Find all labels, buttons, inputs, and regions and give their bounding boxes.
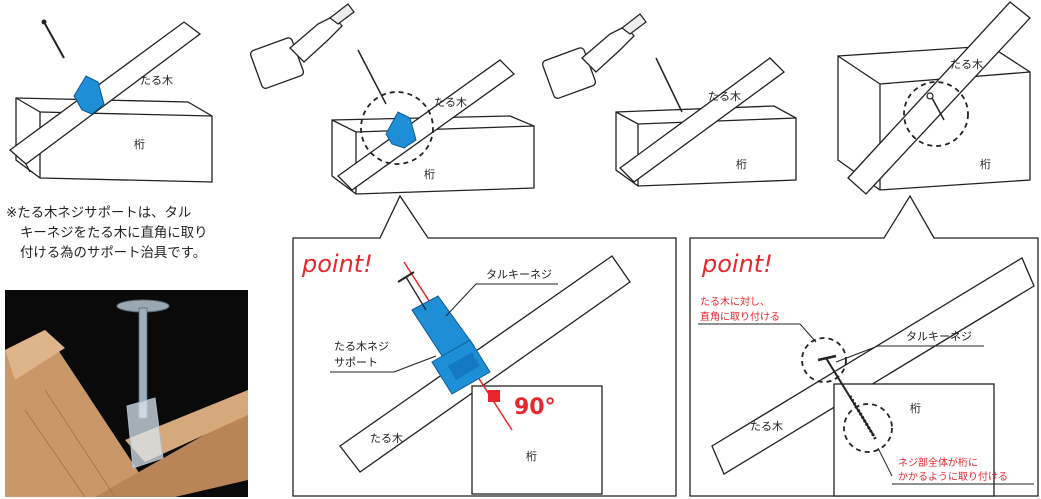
step2-keta-label: 桁 xyxy=(424,167,435,181)
step2-drill-icon xyxy=(248,3,355,91)
caption-line-1: ※たる木ネジサポートは、タル xyxy=(6,206,192,221)
step3-keta-label: 桁 xyxy=(736,157,747,171)
product-photo-image xyxy=(5,290,248,497)
detail-right-taruki-label: たる木 xyxy=(750,420,783,433)
step1-rafter xyxy=(8,21,202,165)
detail-right-note-top-2: 直角に取り付ける xyxy=(700,310,780,323)
step4-illustration: たる木 桁 xyxy=(837,1,1031,195)
detail-left-point-label: point! xyxy=(301,250,373,278)
step4-keta-label: 桁 xyxy=(980,157,991,171)
step1-support-icon xyxy=(73,75,105,115)
detail-right-note-bottom-1: ネジ部全体が桁に xyxy=(898,456,978,469)
step4-taruki-label: たる木 xyxy=(950,58,983,71)
step3-illustration: たる木 桁 xyxy=(540,13,797,187)
detail-left-taruki-label: たる木 xyxy=(370,432,403,445)
detail-left-keta-label: 桁 xyxy=(526,449,537,463)
detail-left-screw-label: タルキーネジ xyxy=(486,268,552,281)
detail-panel-right: point! たる木に対し、 直角に取り付ける タルキーネジ 桁 たる木 ネジ部… xyxy=(689,194,1039,497)
step1-keta-label: 桁 xyxy=(134,137,145,151)
detail-panel-left: point! 90° タルキーネジ たる木ネジ サポート たる木 桁 xyxy=(292,194,677,497)
step2-taruki-label: たる木 xyxy=(434,96,467,109)
detail-right-note-bottom-2: かかるように取り付ける xyxy=(898,470,1008,483)
step3-drill-icon xyxy=(540,13,647,101)
detail-right-keta-label: 桁 xyxy=(910,401,921,415)
detail-right-screw-label: タルキーネジ xyxy=(906,330,972,343)
step3-taruki-label: たる木 xyxy=(708,90,741,103)
detail-left-support-icon xyxy=(411,295,491,395)
step1-screw-icon xyxy=(43,21,65,59)
angle-label: 90° xyxy=(514,395,556,420)
detail-right-note-top-1: たる木に対し、 xyxy=(700,295,770,308)
product-photo xyxy=(5,290,248,497)
detail-left-support-label-1: たる木ネジ xyxy=(334,340,389,353)
step1-illustration: たる木 桁 xyxy=(8,19,213,183)
step1-taruki-label: たる木 xyxy=(140,74,173,87)
step4-focus-circle xyxy=(903,81,969,147)
step2-focus-circle xyxy=(360,91,434,165)
right-angle-icon xyxy=(488,390,500,402)
detail-left-support-label-2: サポート xyxy=(334,356,378,369)
detail-right-point-label: point! xyxy=(701,250,773,278)
step2-illustration: たる木 桁 xyxy=(248,3,535,195)
detail-right-tip-circle xyxy=(843,403,893,453)
caption: ※たる木ネジサポートは、タル キーネジをたる木に直角に取り 付ける為のサポート治… xyxy=(6,204,266,264)
caption-line-2: キーネジをたる木に直角に取り xyxy=(20,226,208,241)
caption-line-3: 付ける為のサポート治具です。 xyxy=(20,246,207,261)
detail-right-head-circle xyxy=(801,337,847,383)
